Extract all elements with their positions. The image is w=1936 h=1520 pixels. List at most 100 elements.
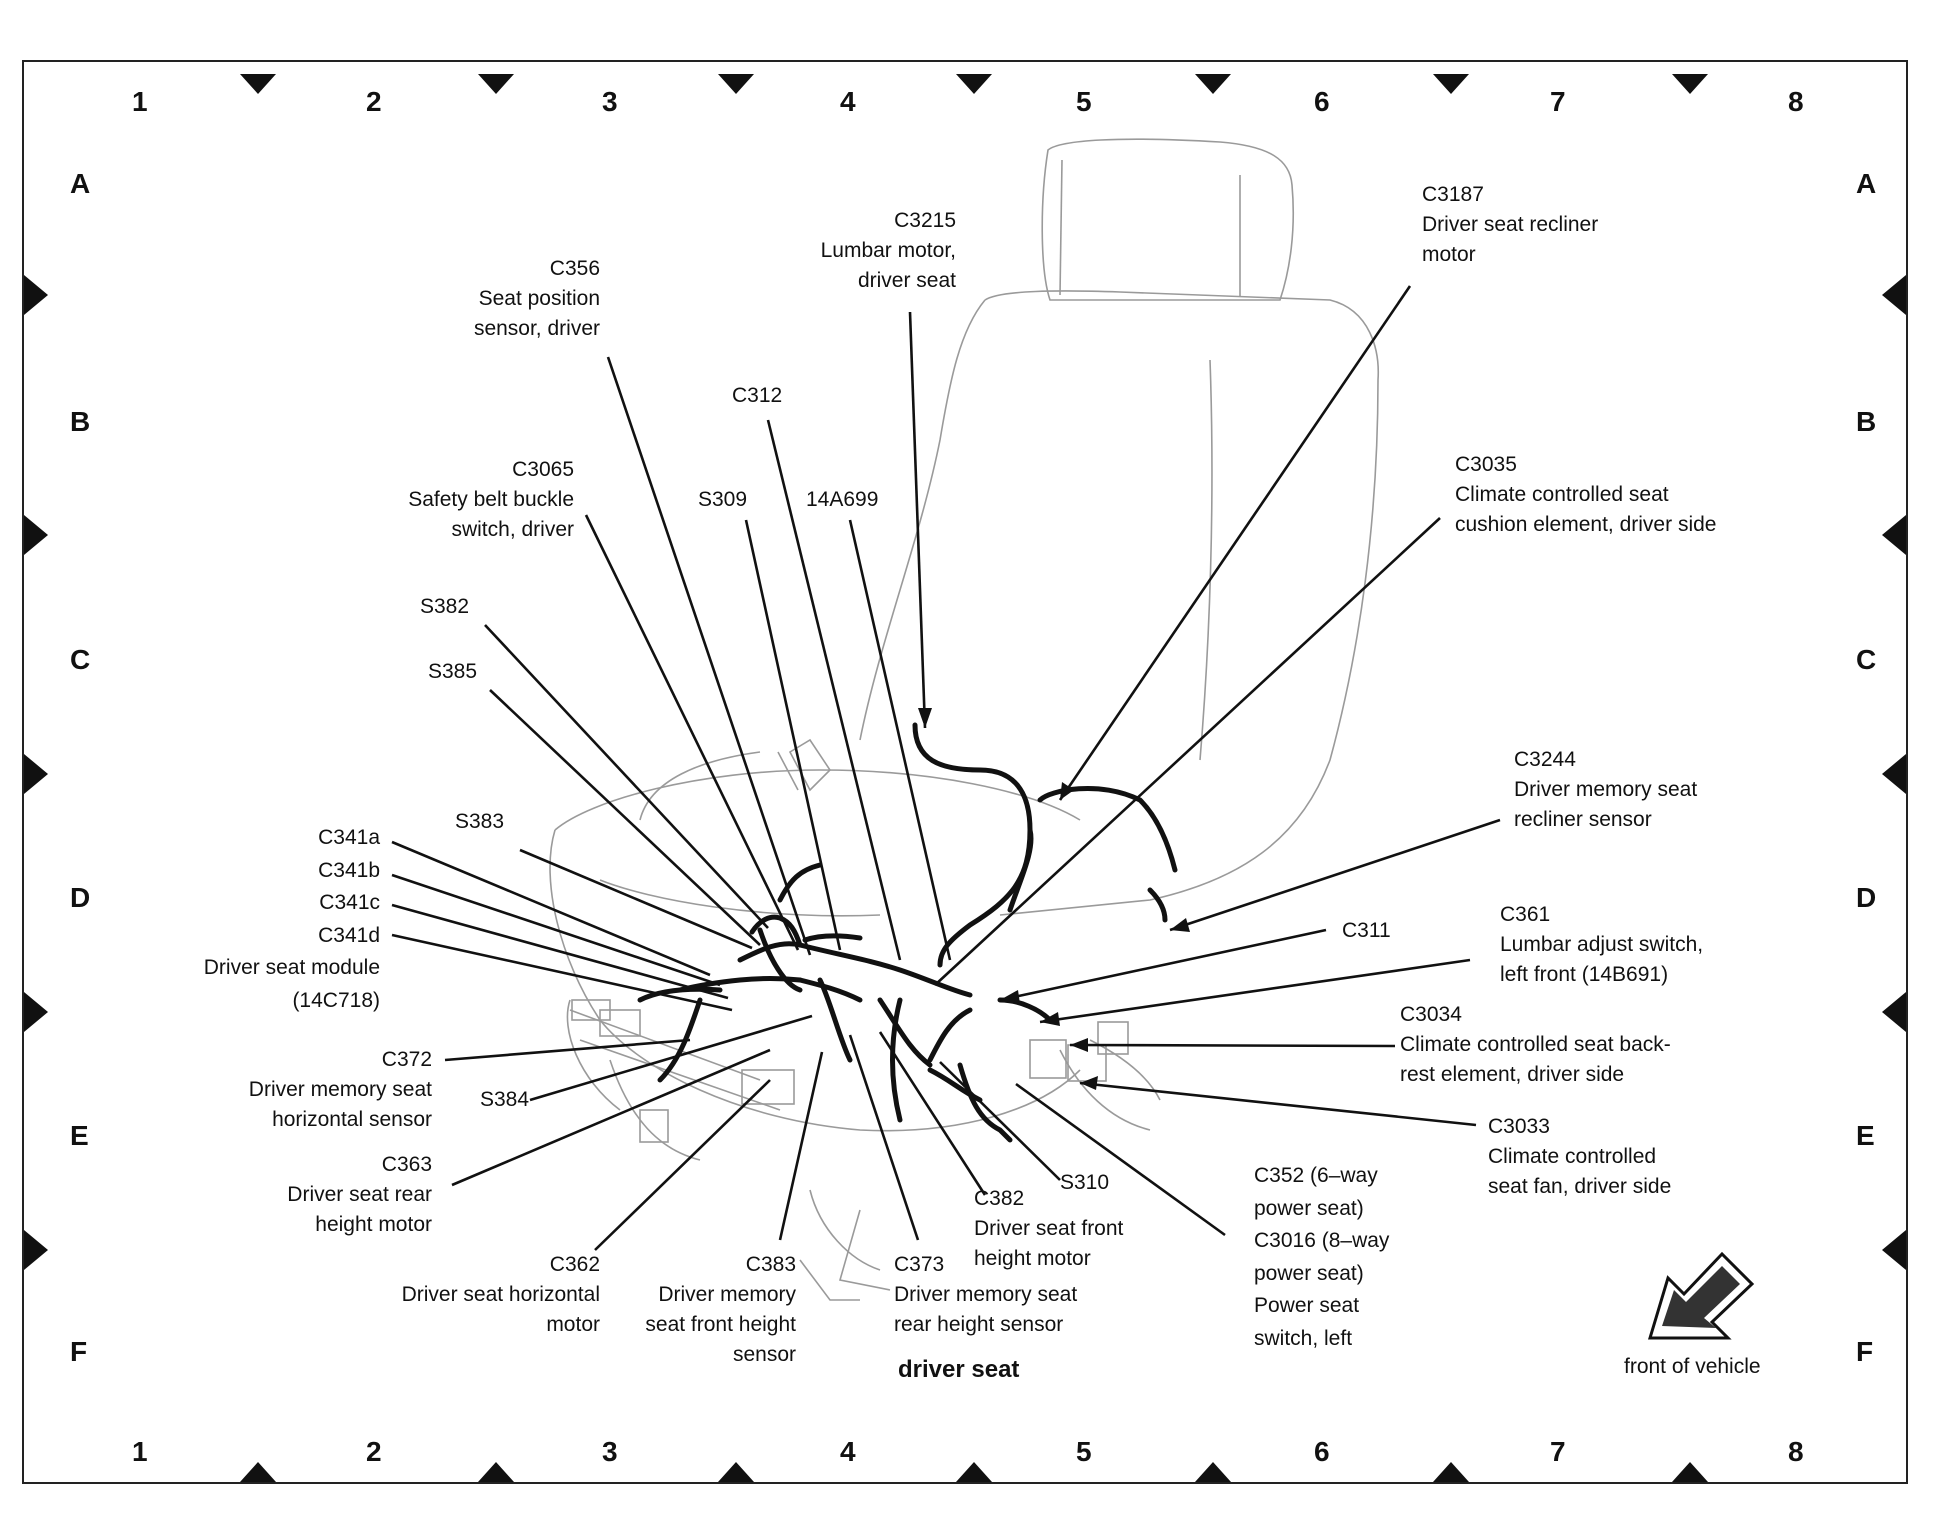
- label-c3033-line-0: C3033: [1488, 1115, 1550, 1138]
- label-c362-line-1: Driver seat horizontal: [401, 1283, 600, 1306]
- label-c3215-line-1: Lumbar motor,: [820, 239, 956, 262]
- label-c382-line-2: height motor: [974, 1247, 1091, 1270]
- label-c383-line-1: Driver memory: [658, 1283, 796, 1306]
- grid-col-6: 6: [1314, 86, 1330, 117]
- grid-col-6-bottom: 6: [1314, 1436, 1330, 1467]
- grid-col-5-bottom: 5: [1076, 1436, 1092, 1467]
- label-c352: C352 (6–way power seat) C3016 (8–way pow…: [1254, 1160, 1389, 1355]
- label-s385-line-0: S385: [428, 660, 478, 683]
- label-c341-line-5: (14C718): [292, 988, 380, 1012]
- grid-row-c: C: [70, 644, 91, 675]
- label-c361: C361 Lumbar adjust switch, left front (1…: [1500, 900, 1703, 990]
- label-c363-line-0: C363: [381, 1153, 432, 1176]
- label-c382: C382 Driver seat front height motor: [974, 1184, 1123, 1274]
- label-c362-line-2: motor: [546, 1313, 600, 1336]
- label-c361-line-1: Lumbar adjust switch,: [1500, 933, 1704, 956]
- label-s382: S382: [420, 592, 469, 622]
- label-14a699: 14A699: [806, 485, 878, 515]
- grid-col-1-bottom: 1: [132, 1436, 148, 1467]
- grid-col-8: 8: [1788, 86, 1804, 117]
- label-c363-line-2: height motor: [315, 1213, 432, 1236]
- label-c3215-line-0: C3215: [894, 209, 956, 232]
- grid-row-b: B: [70, 406, 91, 437]
- grid-row-f: F: [70, 1336, 88, 1367]
- label-c3034-line-1: Climate controlled seat back-: [1400, 1033, 1671, 1056]
- label-c3244: C3244 Driver memory seat recliner sensor: [1514, 745, 1697, 835]
- label-c3244-line-0: C3244: [1514, 748, 1576, 771]
- label-c373-line-1: Driver memory seat: [894, 1283, 1078, 1306]
- grid-col-3: 3: [602, 86, 618, 117]
- label-s384: S384: [480, 1085, 529, 1115]
- grid-col-1: 1: [132, 86, 148, 117]
- label-c356-line-2: sensor, driver: [473, 317, 600, 340]
- label-c352-line-1: power seat): [1254, 1196, 1364, 1220]
- label-c382-line-1: Driver seat front: [974, 1217, 1124, 1240]
- label-c3035: C3035 Climate controlled seat cushion el…: [1455, 450, 1716, 540]
- label-c3033: C3033 Climate controlled seat fan, drive…: [1488, 1112, 1671, 1202]
- label-c3035-line-2: cushion element, driver side: [1455, 513, 1717, 536]
- label-c341-line-1: C341b: [318, 858, 380, 882]
- label-c3187-line-1: Driver seat recliner: [1422, 213, 1599, 236]
- label-c383-line-3: sensor: [732, 1343, 796, 1366]
- grid-col-7-bottom: 7: [1550, 1436, 1566, 1467]
- label-c362-line-0: C362: [549, 1253, 600, 1276]
- label-c3033-line-2: seat fan, driver side: [1488, 1175, 1672, 1198]
- label-c312-line-0: C312: [732, 384, 783, 407]
- label-c3187-line-2: motor: [1422, 243, 1476, 266]
- label-c372-line-1: Driver memory seat: [248, 1078, 432, 1101]
- label-s310-line-0: S310: [1060, 1171, 1110, 1194]
- label-s383-line-0: S383: [455, 810, 505, 833]
- label-c3065: C3065 Safety belt buckle switch, driver: [408, 455, 574, 545]
- label-c3244-line-1: Driver memory seat: [1514, 778, 1698, 801]
- grid-markers: [24, 74, 1906, 1482]
- label-c312: C312: [732, 381, 782, 411]
- label-s309: S309: [698, 485, 747, 515]
- grid-row-a: A: [70, 168, 91, 199]
- label-c3215-line-2: driver seat: [857, 269, 956, 292]
- label-c352-line-2: C3016 (8–way: [1254, 1229, 1390, 1252]
- diagram-title: driver seat: [898, 1356, 1020, 1383]
- label-c352-line-3: power seat): [1254, 1261, 1364, 1285]
- label-c356: C356 Seat position sensor, driver: [474, 254, 600, 344]
- label-c341-line-3: C341d: [318, 923, 380, 947]
- grid-col-5: 5: [1076, 86, 1092, 117]
- grid-col-4-bottom: 4: [840, 1436, 856, 1467]
- label-c3035-line-1: Climate controlled seat: [1455, 483, 1669, 506]
- seat-outline: [549, 138, 1380, 1301]
- label-c3065-line-2: switch, driver: [451, 518, 574, 541]
- grid-row-f-right: F: [1856, 1336, 1874, 1367]
- label-c3034: C3034 Climate controlled seat back- rest…: [1400, 1000, 1671, 1090]
- grid-col-8-bottom: 8: [1788, 1436, 1804, 1467]
- label-c3187-line-0: C3187: [1422, 183, 1484, 206]
- label-c3033-line-1: Climate controlled: [1488, 1145, 1657, 1168]
- label-c361-line-2: left front (14B691): [1500, 963, 1669, 986]
- grid-row-d: D: [70, 882, 91, 913]
- label-14a699-line-0: 14A699: [806, 488, 879, 511]
- label-c3065-line-1: Safety belt buckle: [408, 488, 574, 511]
- label-c341-line-2: C341c: [319, 891, 380, 914]
- label-c341: C341a C341b C341c C341d Driver seat modu…: [204, 822, 380, 1017]
- label-c341-line-4: Driver seat module: [203, 956, 380, 979]
- grid-row-a-right: A: [1856, 168, 1877, 199]
- label-s383: S383: [455, 807, 504, 837]
- label-c3034-line-0: C3034: [1400, 1003, 1462, 1026]
- label-c372: C372 Driver memory seat horizontal senso…: [249, 1045, 432, 1135]
- label-c3215: C3215 Lumbar motor, driver seat: [821, 206, 956, 296]
- label-c372-line-0: C372: [381, 1048, 432, 1071]
- label-c352-line-4: Power seat: [1254, 1294, 1360, 1317]
- grid-row-c-right: C: [1856, 644, 1877, 675]
- label-c311-line-0: C311: [1342, 919, 1391, 942]
- label-s310: S310: [1060, 1168, 1109, 1198]
- grid-col-2-bottom: 2: [366, 1436, 382, 1467]
- label-c362: C362 Driver seat horizontal motor: [402, 1250, 600, 1340]
- label-c372-line-2: horizontal sensor: [272, 1108, 432, 1131]
- grid-row-b-right: B: [1856, 406, 1877, 437]
- label-c341-line-0: C341a: [318, 826, 380, 849]
- label-c363: C363 Driver seat rear height motor: [287, 1150, 432, 1240]
- label-c3187: C3187 Driver seat recliner motor: [1422, 180, 1598, 270]
- grid-row-e: E: [70, 1120, 89, 1151]
- label-c383: C383 Driver memory seat front height sen…: [645, 1250, 796, 1370]
- label-s309-line-0: S309: [698, 488, 748, 511]
- label-c383-line-0: C383: [745, 1253, 796, 1276]
